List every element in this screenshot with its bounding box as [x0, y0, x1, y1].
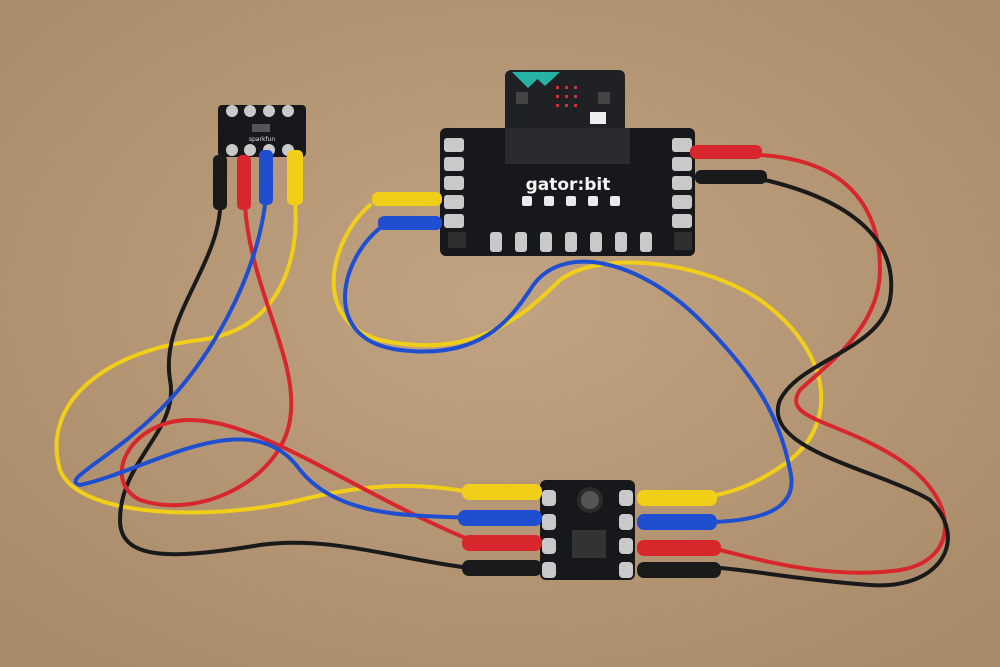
microphone-icon — [577, 487, 603, 513]
gatorbit-label: gator:bit — [526, 175, 611, 195]
yellow-wire-left — [54, 198, 472, 515]
gatorbit-board — [440, 128, 695, 256]
gatorbit-clips — [372, 145, 767, 230]
small-board-clips — [213, 150, 303, 210]
blue-wire-right — [343, 226, 794, 524]
sparkfun-breakout-board — [218, 105, 306, 157]
red-wire-right — [718, 153, 947, 575]
black-wire-right — [718, 178, 950, 588]
sound-detector-board — [540, 480, 635, 580]
black-wire-left — [117, 208, 472, 570]
sparkfun-label: sparkfun — [249, 136, 275, 143]
blue-wire-left — [73, 203, 472, 520]
alligator-clip-icon — [458, 484, 721, 578]
red-wire-left — [119, 203, 472, 542]
microbit-board-icon — [505, 70, 625, 140]
